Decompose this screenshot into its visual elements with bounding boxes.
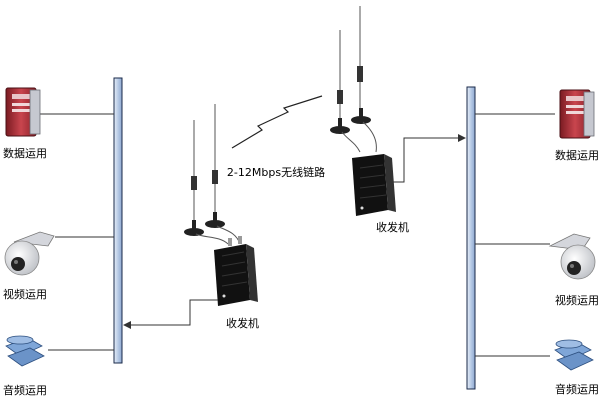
left-phone-icon (5, 335, 45, 367)
left-camera-icon (4, 231, 55, 276)
right-phone-icon (554, 339, 594, 371)
left-data-label: 数据运用 (3, 147, 47, 160)
right-transceiver-label: 收发机 (376, 221, 409, 234)
wireless-link-label: 2-12Mbps无线链路 (226, 166, 326, 179)
wireless-lightning-icon (231, 95, 323, 149)
right-antenna-cable (341, 121, 377, 153)
right-camera-icon (548, 233, 596, 280)
left-network-bus (113, 77, 123, 364)
right-video-label: 视频运用 (555, 294, 599, 307)
left-video-label: 视频运用 (3, 288, 47, 301)
left-transceiver-label: 收发机 (226, 317, 259, 330)
right-audio-label: 音频运用 (555, 383, 599, 396)
left-audio-label: 音频运用 (3, 384, 47, 397)
right-antenna-icon (330, 6, 371, 134)
right-network-bus (466, 86, 476, 390)
left-transceiver-link (123, 299, 218, 329)
left-antenna-icon (184, 104, 225, 236)
right-data-label: 数据运用 (555, 149, 599, 162)
left-server-icon (5, 87, 41, 137)
right-transceiver-icon (352, 154, 396, 216)
left-antenna-cable (195, 225, 241, 245)
left-transceiver-icon (214, 236, 258, 306)
right-transceiver-link (392, 134, 466, 183)
right-server-icon (559, 89, 595, 139)
